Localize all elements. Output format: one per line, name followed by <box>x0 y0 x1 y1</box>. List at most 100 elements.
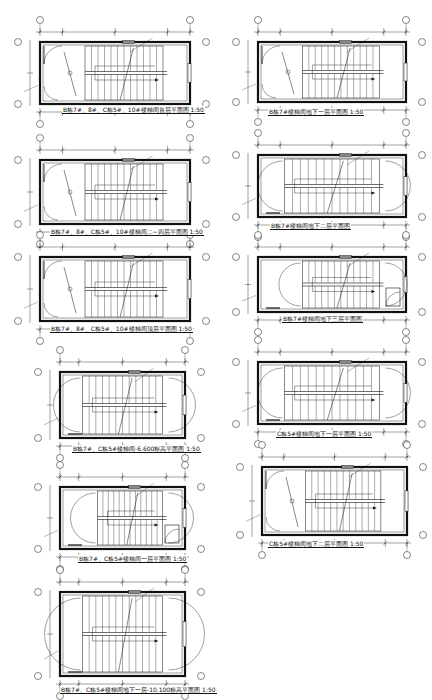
plan-stroke <box>130 156 153 170</box>
plan-stroke <box>332 28 333 36</box>
plan-stroke <box>56 582 189 583</box>
arrow-head <box>373 507 377 510</box>
plan-stroke <box>85 287 167 288</box>
plan-stroke <box>117 194 118 221</box>
grid-bubble <box>15 254 22 261</box>
plan-stroke <box>328 286 329 308</box>
plan-stroke <box>242 84 256 90</box>
plan-stroke <box>308 395 309 421</box>
plan-stroke <box>258 239 259 248</box>
door-swing <box>44 164 62 182</box>
plan-stroke <box>331 31 334 34</box>
plan-stroke <box>353 46 354 71</box>
plan-stroke <box>63 490 182 546</box>
plan-stroke <box>119 378 133 434</box>
plan-stroke <box>61 246 64 249</box>
plan-stroke <box>315 286 316 308</box>
floor-drain <box>286 70 290 74</box>
grid-bubble <box>35 484 42 491</box>
stair-flight <box>85 164 163 220</box>
plan-stroke <box>285 184 384 185</box>
grid-bubble <box>233 39 240 46</box>
plan-stroke <box>121 361 124 364</box>
plan-stroke <box>355 188 356 214</box>
plan-stroke <box>85 193 167 194</box>
plan-stroke <box>280 348 281 356</box>
plan-stroke <box>111 75 112 101</box>
plan-stroke <box>334 453 335 461</box>
plan-stroke <box>121 476 124 479</box>
plan-stroke <box>334 74 335 99</box>
plan-stroke <box>62 146 63 154</box>
plan-stroke <box>261 260 403 309</box>
plan-stroke <box>242 405 256 411</box>
plan-stroke <box>78 473 79 481</box>
plan-stroke <box>122 358 123 366</box>
plan-stroke <box>63 375 182 435</box>
plan-stroke <box>316 188 317 214</box>
window <box>404 177 407 196</box>
plan-stroke <box>406 239 407 248</box>
plan-stroke <box>150 194 151 221</box>
plan-stroke <box>62 28 63 36</box>
plan-stroke <box>340 74 341 99</box>
plan-stroke <box>98 46 99 72</box>
plan-stroke <box>135 588 154 602</box>
arrow-head <box>371 192 375 195</box>
grid-bubble <box>237 532 244 539</box>
plan-stroke <box>95 407 96 435</box>
plan-stroke <box>332 141 333 149</box>
plan-stroke <box>89 596 90 633</box>
grid-bubble <box>255 130 262 137</box>
plan-stroke <box>120 48 133 100</box>
plan-stroke <box>286 477 298 527</box>
plan-stroke <box>98 75 99 101</box>
plan-stroke <box>383 428 384 436</box>
plan-stroke <box>122 578 123 586</box>
stair-flight <box>285 366 380 420</box>
plan-stroke <box>124 491 125 517</box>
plan-stroke <box>60 557 61 566</box>
grid-bubble <box>15 318 22 325</box>
plan-stroke <box>129 407 130 435</box>
column <box>339 41 351 44</box>
plan-stroke <box>266 307 280 308</box>
plan-stroke <box>262 46 263 64</box>
door-swing <box>44 261 62 279</box>
plan-stroke <box>292 159 293 185</box>
plan-stroke <box>91 291 92 318</box>
plan-stroke <box>279 351 282 354</box>
arrow-head <box>155 79 159 82</box>
plan-stroke <box>130 291 131 318</box>
plan-stroke <box>382 224 385 227</box>
walk-arrow <box>295 179 372 193</box>
landing-arc <box>258 161 283 211</box>
plan-stroke <box>89 376 90 404</box>
plan-stroke <box>68 671 82 672</box>
plan-stroke <box>283 453 284 461</box>
plan-stroke <box>334 46 335 71</box>
grid-bubble <box>419 39 426 46</box>
plan-stroke <box>130 194 131 221</box>
grid-bubble <box>37 121 44 128</box>
plan-stroke <box>324 395 325 421</box>
plan-stroke <box>130 75 131 101</box>
plan-stroke <box>374 503 375 532</box>
plan-stroke <box>119 491 120 517</box>
grid-bubble <box>203 39 210 46</box>
grid-bubble <box>37 17 44 24</box>
stair-wall <box>258 362 406 424</box>
plan-stroke <box>85 190 167 191</box>
window <box>183 509 186 528</box>
plan-stroke <box>372 286 373 308</box>
walk-arrow <box>108 511 155 525</box>
plan-stroke <box>43 163 187 221</box>
plan-stroke <box>266 419 280 420</box>
plan-stroke <box>185 574 186 583</box>
plan-stroke <box>91 261 92 288</box>
window <box>188 279 191 298</box>
plan-stroke <box>111 291 112 318</box>
plan-stroke <box>280 28 281 36</box>
plan-stroke <box>324 188 325 214</box>
plan-stroke <box>117 261 118 288</box>
